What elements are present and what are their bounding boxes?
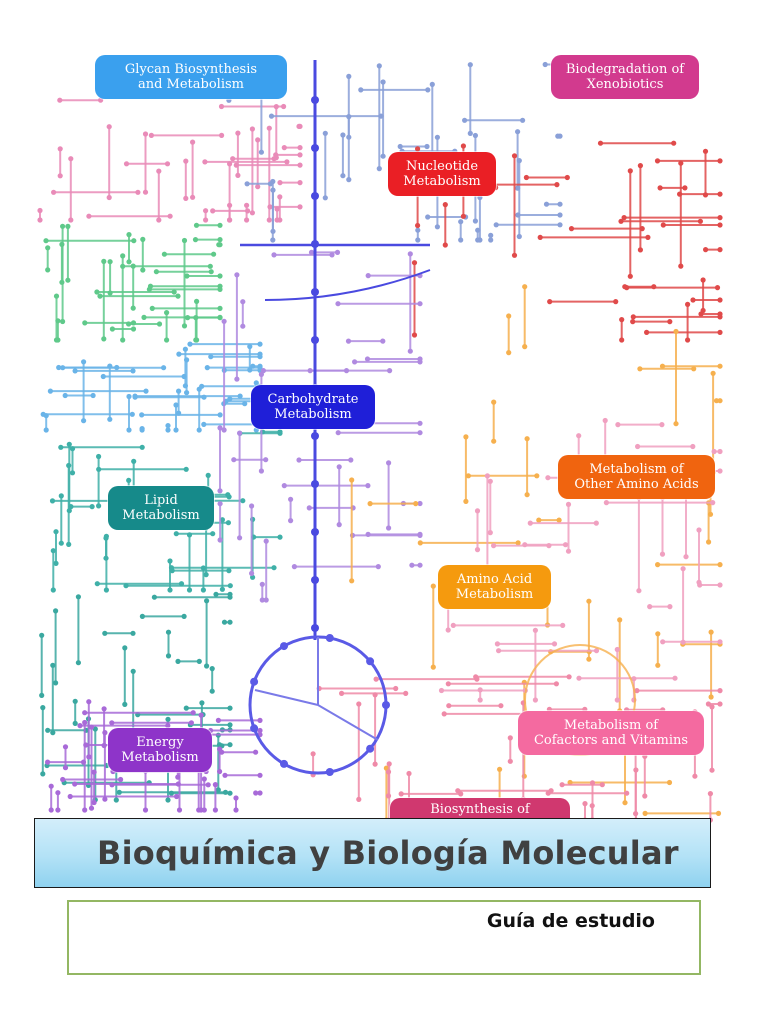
other-amino-acids-label: Metabolism of Other Amino Acids (558, 455, 715, 499)
title-banner: Bioquímica y Biología Molecular (34, 818, 711, 888)
document-title: Bioquímica y Biología Molecular (97, 834, 679, 872)
pathway-network (37, 60, 723, 823)
glycan-biosynthesis-label: Glycan Biosynthesis and Metabolism (95, 55, 287, 99)
metabolic-pathways-map: Glycan Biosynthesis and Metabolism Biode… (37, 55, 723, 830)
carbohydrate-metabolism-label: Carbohydrate Metabolism (251, 385, 375, 429)
amino-acid-metabolism-label: Amino Acid Metabolism (438, 565, 551, 609)
xenobiotics-label: Biodegradation of Xenobiotics (551, 55, 699, 99)
cofactors-vitamins-label: Metabolism of Cofactors and Vitamins (518, 711, 704, 755)
energy-metabolism-label: Energy Metabolism (108, 728, 212, 772)
subtitle-box: Guía de estudio (67, 900, 701, 975)
document-subtitle: Guía de estudio (486, 910, 655, 932)
lipid-metabolism-label: Lipid Metabolism (108, 486, 214, 530)
nucleotide-metabolism-label: Nucleotide Metabolism (388, 152, 496, 196)
